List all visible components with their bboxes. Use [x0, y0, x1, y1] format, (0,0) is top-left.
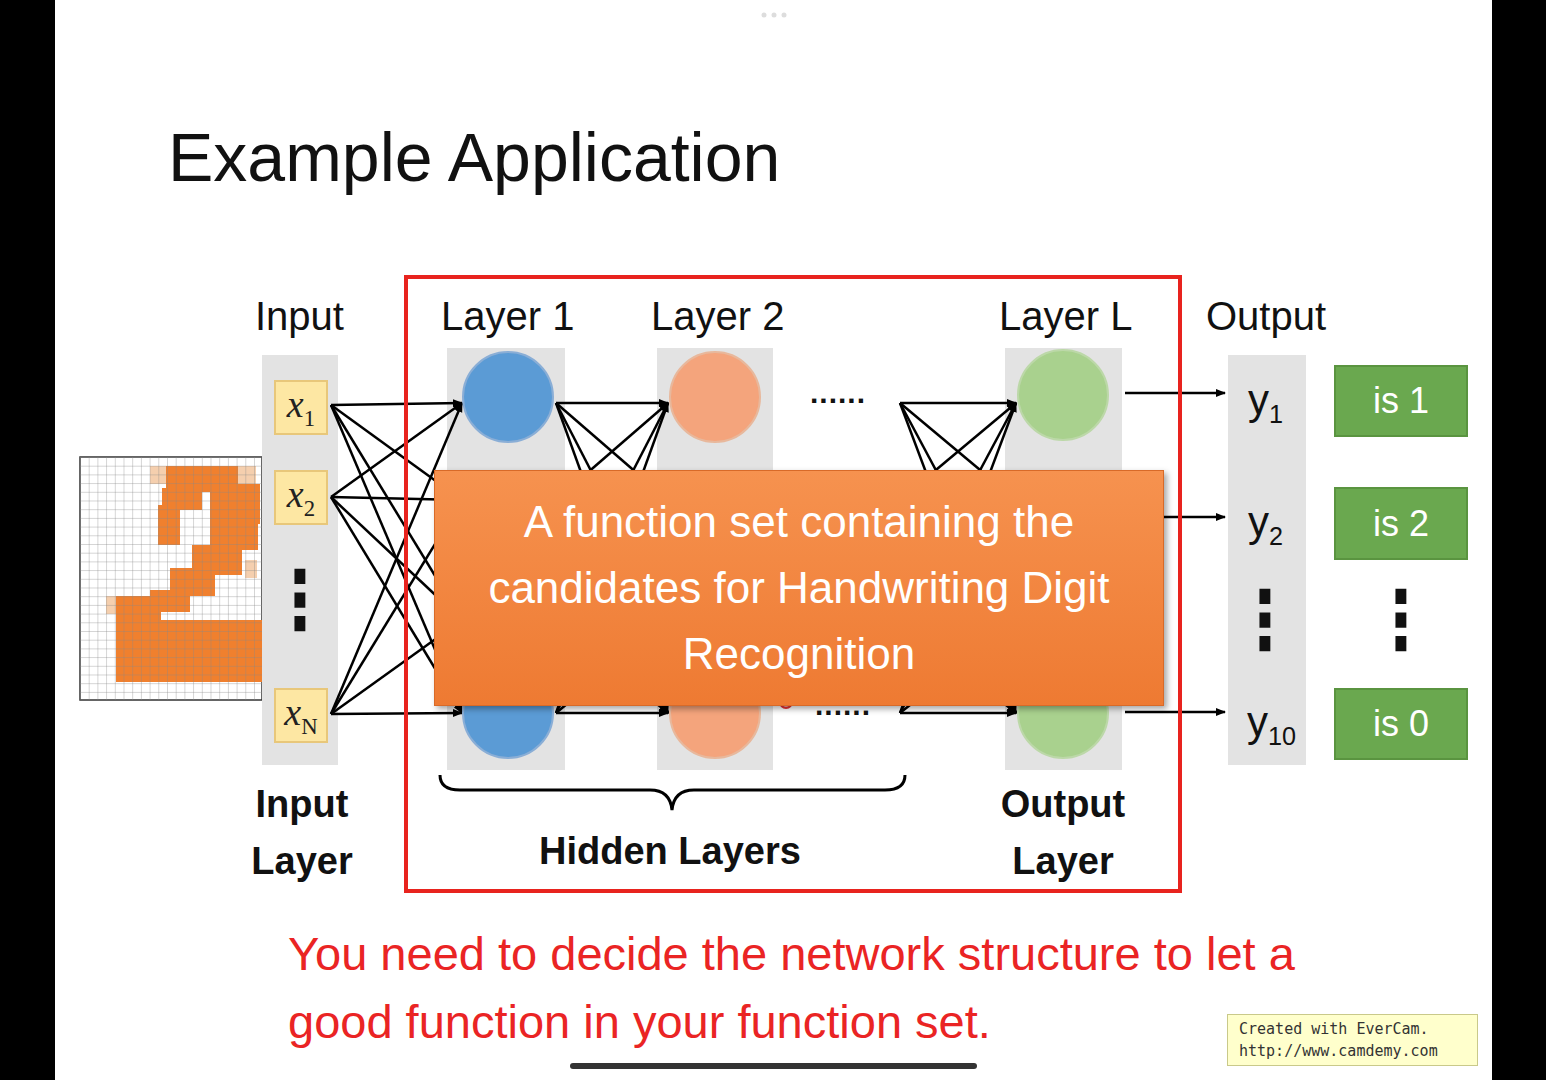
node-text: x2 — [287, 474, 315, 521]
node-text: xN — [284, 692, 317, 739]
watermark: Created with EverCam. — [1239, 1020, 1429, 1038]
layer-label: Output Layer — [978, 776, 1148, 890]
input-box: x2 — [274, 470, 328, 525]
output-label: y2 — [1248, 498, 1283, 551]
connection-line — [900, 712, 1016, 715]
column-label: Layer L — [999, 294, 1132, 339]
ellipsis: ⋮ — [269, 561, 331, 642]
connection-line — [556, 712, 668, 715]
connection-line — [556, 402, 668, 405]
brace — [440, 775, 905, 810]
connection-line — [1160, 516, 1225, 519]
ellipsis: ⋮ — [1370, 581, 1432, 662]
node-text: is 1 — [1373, 381, 1429, 421]
output-label: y1 — [1248, 376, 1283, 429]
slide-title: Example Application — [168, 118, 780, 196]
layer-label: Input Layer — [227, 776, 377, 890]
layer-label: Hidden Layers — [539, 830, 801, 873]
column-label: Layer 2 — [651, 294, 784, 339]
input-box: xN — [274, 688, 328, 743]
connection-line — [331, 713, 462, 714]
menu-dots — [762, 13, 787, 18]
home-bar — [570, 1063, 977, 1069]
layer-column — [262, 348, 1306, 770]
ellipsis: ...... — [815, 688, 871, 722]
note-text: You need to decide the network structure… — [288, 920, 1318, 1056]
column-label: Layer 1 — [441, 294, 574, 339]
ellipsis: ⋮ — [1234, 581, 1296, 662]
connection-line — [900, 402, 1016, 405]
highlight-frame — [406, 277, 1180, 891]
node-text: x1 — [287, 384, 315, 431]
class-box: is 1 — [1334, 365, 1468, 437]
column-label: Input — [255, 294, 344, 339]
watermark: http://www.camdemy.com — [1239, 1042, 1438, 1060]
node-text: A function set containing the candidates… — [453, 489, 1145, 687]
column-label: Output — [1206, 294, 1326, 339]
digit-image — [80, 457, 262, 700]
node-text: is 2 — [1373, 504, 1429, 544]
class-box: is 0 — [1334, 688, 1468, 760]
node-text: is 0 — [1373, 704, 1429, 744]
class-box: is 2 — [1334, 487, 1468, 560]
connection-line — [1125, 392, 1225, 395]
network-connections — [331, 393, 1225, 714]
connection-line — [1125, 711, 1225, 714]
output-label: y10 — [1247, 698, 1296, 751]
ellipsis: ...... — [810, 376, 866, 410]
input-box: x1 — [274, 380, 328, 435]
connection-line — [331, 403, 462, 405]
callout-box: A function set containing the candidates… — [434, 470, 1164, 706]
